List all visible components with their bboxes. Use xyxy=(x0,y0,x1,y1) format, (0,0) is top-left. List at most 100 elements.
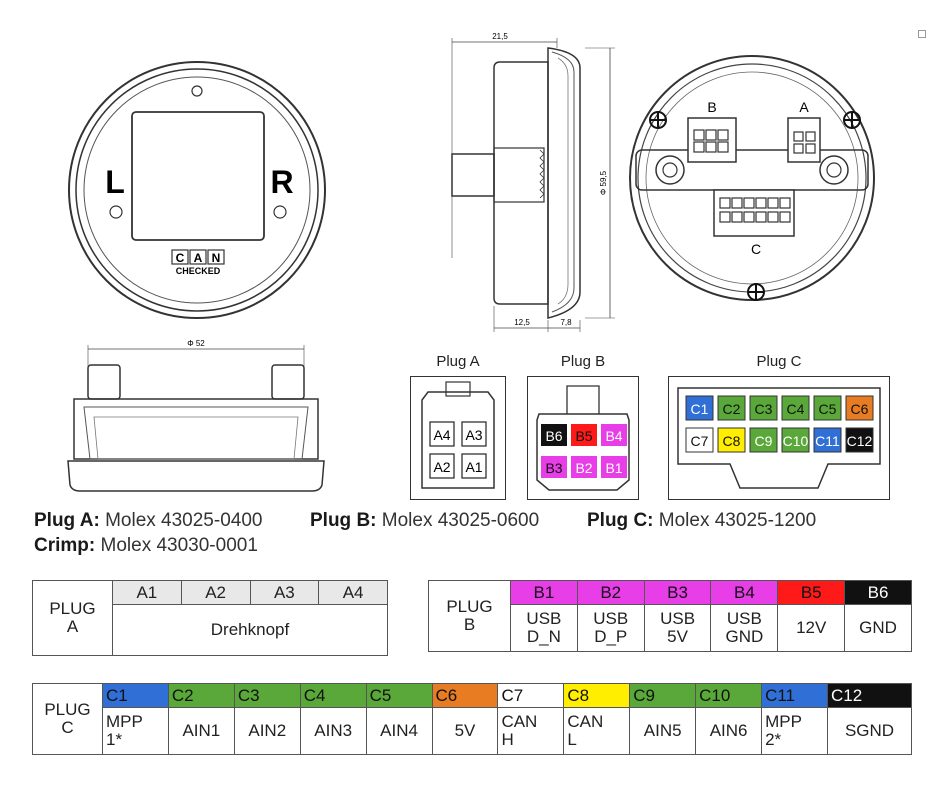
plug-c-table-pin-c11: C11 xyxy=(761,683,828,708)
plug-a-table-pin-a4: A4 xyxy=(318,580,388,605)
plug-a-table-pin-a1: A1 xyxy=(112,580,182,605)
plug-c-table-pin-c12: C12 xyxy=(827,683,912,708)
plug-c-pin-c2: C2 xyxy=(723,401,741,417)
plug-c-pin-c6: C6 xyxy=(851,401,869,417)
plug-c-table-function-12: SGND xyxy=(827,707,912,755)
plug-c-pin-c11: C11 xyxy=(815,433,840,449)
caption-crimp-label: Crimp: xyxy=(34,535,96,556)
plug-a-pin-a2: A2 xyxy=(433,459,450,475)
plug-c-table-function-3: AIN2 xyxy=(233,707,301,755)
plug-c-table-pin-c3: C3 xyxy=(233,683,301,708)
plug-b-drawing: B6 B5 B4 B3 B2 B1 xyxy=(527,376,639,500)
plug-c-table-pin-c4: C4 xyxy=(299,683,367,708)
plug-b-table-pin-b5: B5 xyxy=(777,580,846,605)
plug-c-table-pin-c5: C5 xyxy=(365,683,433,708)
plug-c-table-pin-c2: C2 xyxy=(167,683,235,708)
caption-plug-b-value: Molex 43025-0600 xyxy=(376,510,540,531)
plug-b-pin-b2: B2 xyxy=(575,460,592,476)
caption-plug-a-value: Molex 43025-0400 xyxy=(99,510,263,531)
logo-letter-n: N xyxy=(212,251,221,265)
dim-bottom-left: 12,5 xyxy=(514,318,530,327)
caption-plug-b: Plug B: Molex 43025-0600 xyxy=(310,510,539,532)
caption-crimp: Crimp: Molex 43030-0001 xyxy=(34,535,258,557)
plug-c-pin-box-c4 xyxy=(781,395,810,421)
bottom-dim-diameter: Φ 52 xyxy=(187,339,205,348)
plug-c-table-pin-c10: C10 xyxy=(695,683,763,708)
plug-a-pin-a1: A1 xyxy=(465,459,482,475)
dim-bottom-right: 7,8 xyxy=(560,318,572,327)
plug-c-pin-box-c12 xyxy=(845,427,874,453)
plug-c-table-function-9: AIN5 xyxy=(629,707,697,755)
plug-c-pin-box-c2 xyxy=(717,395,746,421)
plug-a-pin-a3: A3 xyxy=(465,427,482,443)
plug-b-title: Plug B xyxy=(560,353,606,370)
plug-c-pin-box-c11 xyxy=(813,427,842,453)
front-label-r: R xyxy=(270,164,293,200)
logo-letter-a: A xyxy=(194,251,203,265)
caption-plug-c-label: Plug C: xyxy=(587,510,654,531)
plug-c-table-function-4: AIN3 xyxy=(299,707,367,755)
plug-c-table-pin-c7: C7 xyxy=(497,683,565,708)
plug-b-table-pin-b3: B3 xyxy=(643,580,712,605)
plug-a-table-function: Drehknopf xyxy=(112,604,388,656)
plug-c-table-function-6: 5V xyxy=(431,707,499,755)
plug-b-pin-b4: B4 xyxy=(605,428,622,444)
plug-c-pin-c8: C8 xyxy=(723,433,741,449)
front-label-l: L xyxy=(105,164,125,200)
plug-b-pin-b6: B6 xyxy=(545,428,562,444)
window-corner-marker xyxy=(918,30,926,38)
plug-c-pin-box-c10 xyxy=(781,427,810,453)
caption-plug-c-value: Molex 43025-1200 xyxy=(653,510,817,531)
dim-top: 21,5 xyxy=(492,32,508,41)
plug-c-pin-box-c7 xyxy=(685,427,714,453)
caption-plug-c: Plug C: Molex 43025-1200 xyxy=(587,510,816,532)
plug-c-table-function-2: AIN1 xyxy=(167,707,235,755)
plug-c-pin-c9: C9 xyxy=(755,433,773,449)
plug-c-pin-c12: C12 xyxy=(847,433,873,449)
plug-b-table-pin-b6: B6 xyxy=(844,580,912,605)
plug-b-table-pin-b2: B2 xyxy=(576,580,645,605)
plug-c-table-function-5: AIN4 xyxy=(365,707,433,755)
back-view-drawing: B A C xyxy=(629,55,875,301)
plug-b-table-function-6: GND xyxy=(844,604,912,652)
back-label-b: B xyxy=(707,99,716,115)
plug-c-table-pin-c1: C1 xyxy=(102,683,169,708)
plug-b-pin-b1: B1 xyxy=(605,460,622,476)
caption-plug-b-label: Plug B: xyxy=(310,510,377,531)
back-label-a: A xyxy=(799,99,809,115)
plug-c-pin-box-c3 xyxy=(749,395,778,421)
plug-c-pin-c7: C7 xyxy=(691,433,709,449)
plug-c-pin-box-c6 xyxy=(845,395,874,421)
caption-crimp-value: Molex 43030-0001 xyxy=(95,535,258,556)
plug-c-pin-c5: C5 xyxy=(819,401,837,417)
plug-a-pin-a4: A4 xyxy=(433,427,450,443)
plug-c-title: Plug C xyxy=(756,353,802,370)
plug-c-pin-box-c8 xyxy=(717,427,746,453)
plug-a-table-pin-a3: A3 xyxy=(249,580,320,605)
plug-c-pin-c4: C4 xyxy=(787,401,805,417)
back-label-c: C xyxy=(751,241,761,257)
plug-a-title: Plug A xyxy=(436,353,480,370)
logo-checked-text: CHECKED xyxy=(176,266,221,276)
plug-c-pin-box-c9 xyxy=(749,427,778,453)
dim-diameter: Φ 59,5 xyxy=(599,170,608,195)
plug-b-pin-b5: B5 xyxy=(575,428,592,444)
plug-c-table-pin-c8: C8 xyxy=(563,683,631,708)
plug-c-table-pin-c6: C6 xyxy=(431,683,499,708)
side-view-drawing: 21,5 Φ 59,5 12,5 7,8 xyxy=(451,32,615,332)
caption-plug-a: Plug A: Molex 43025-0400 xyxy=(34,510,262,532)
plug-c-pin-box-c5 xyxy=(813,395,842,421)
bottom-view-drawing: Φ 52 xyxy=(67,339,325,492)
